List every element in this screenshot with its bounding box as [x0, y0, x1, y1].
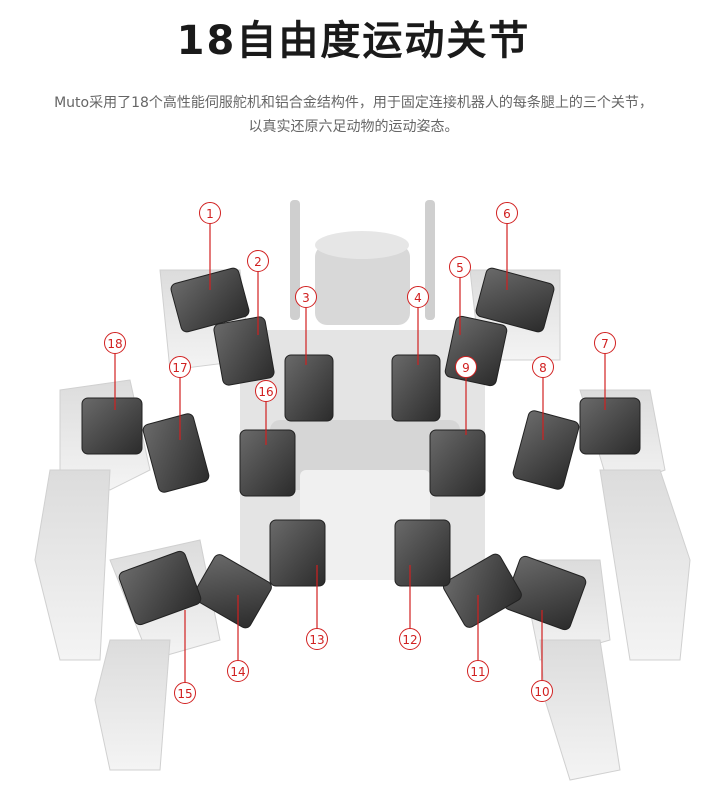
callout-4: 4: [407, 286, 429, 308]
callout-14: 14: [227, 660, 249, 682]
callout-17: 17: [169, 356, 191, 378]
servo-3: [284, 354, 334, 422]
callout-3: 3: [295, 286, 317, 308]
antenna-right: [425, 200, 435, 320]
servo-18: [81, 397, 143, 455]
lidar-unit: [315, 245, 410, 325]
servo-4: [391, 354, 441, 422]
servo-5: [444, 315, 508, 387]
callout-5: 5: [449, 256, 471, 278]
callout-15: 15: [174, 682, 196, 704]
servo-15: [118, 550, 202, 626]
callout-11: 11: [467, 660, 489, 682]
callout-13: 13: [306, 628, 328, 650]
servo-12: [394, 519, 451, 587]
servo-11: [442, 553, 522, 628]
servo-7: [579, 397, 641, 455]
servo-2: [213, 316, 275, 386]
page-subtitle-line2: 以真实还原六足动物的运动姿态。: [248, 119, 459, 135]
servo-8: [512, 410, 580, 490]
callout-9: 9: [455, 356, 477, 378]
page-subtitle-line1: Muto采用了18个高性能伺服舵机和铝合金结构件，用于固定连接机器人的每条腿上的…: [54, 95, 653, 111]
callout-16: 16: [255, 380, 277, 402]
callout-1: 1: [199, 202, 221, 224]
leg-rear-left-lower: [94, 639, 171, 771]
callout-12: 12: [399, 628, 421, 650]
callout-18: 18: [104, 332, 126, 354]
servo-1: [170, 267, 250, 333]
leg-front-left-lower: [34, 469, 111, 661]
servo-6: [475, 267, 555, 333]
leg-rear-right-lower: [539, 639, 621, 781]
callout-6: 6: [496, 202, 518, 224]
callout-10: 10: [531, 680, 553, 702]
callout-7: 7: [594, 332, 616, 354]
servo-14: [192, 554, 272, 629]
callout-8: 8: [532, 356, 554, 378]
servo-16: [239, 429, 296, 497]
callout-2: 2: [247, 250, 269, 272]
servo-13: [269, 519, 326, 587]
leg-front-right-lower: [599, 469, 691, 661]
servo-9: [429, 429, 486, 497]
page-title: 18自由度运动关节: [176, 18, 531, 64]
servo-17: [142, 413, 210, 493]
